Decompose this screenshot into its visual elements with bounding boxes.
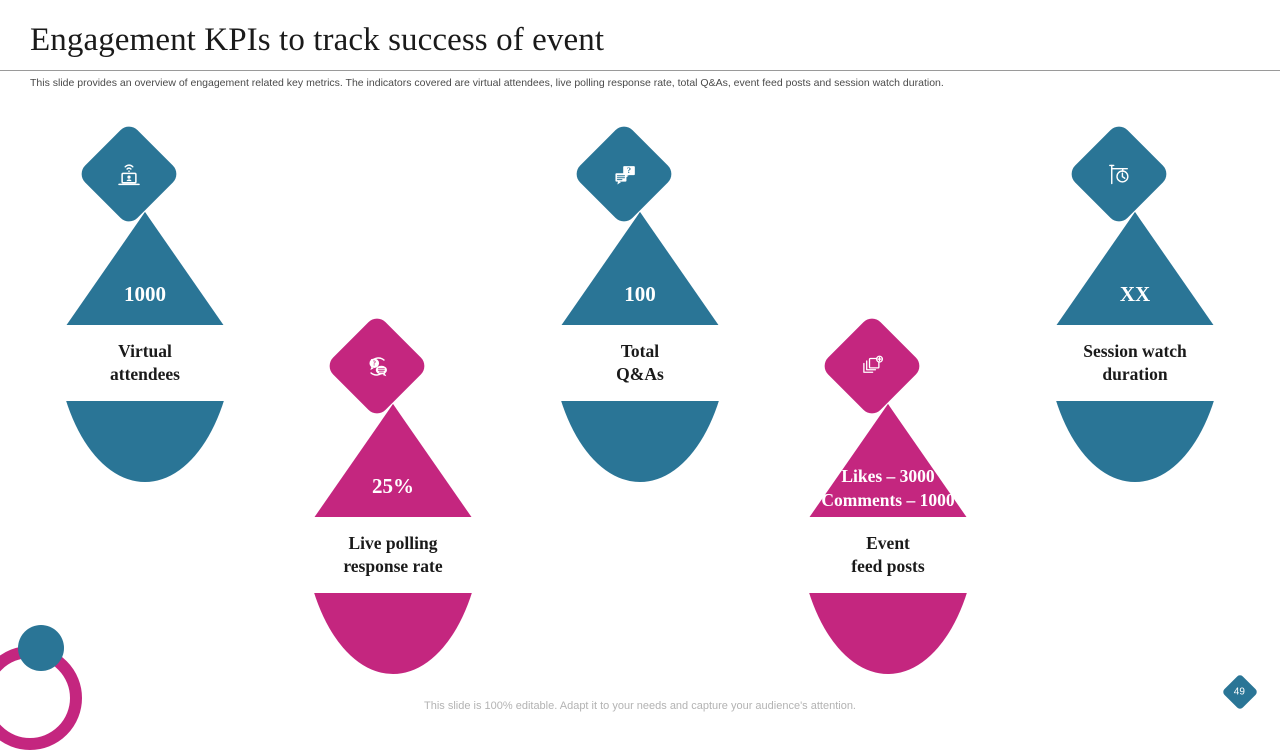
kpi-value: Likes – 3000 Comments – 1000 bbox=[821, 466, 955, 510]
kpi-value: XX bbox=[1119, 282, 1151, 306]
kpi-card-session-watch-duration[interactable]: XX Session watch duration bbox=[1039, 121, 1231, 482]
kpi-card-virtual-attendees[interactable]: 1000 Virtual attendees bbox=[49, 121, 241, 482]
page-number: 49 bbox=[1234, 686, 1246, 698]
droplet-shape: Likes – 3000 Comments – 1000 Event feed … bbox=[792, 404, 984, 674]
decorative-dot bbox=[18, 625, 64, 671]
kpi-label: Total Q&As bbox=[616, 341, 664, 384]
kpi-label-band: Session watch duration bbox=[1039, 325, 1231, 401]
clock-signpost-icon bbox=[1098, 153, 1140, 195]
badge-virtual-attendees bbox=[76, 121, 182, 227]
stacked-cards-plus-icon bbox=[851, 345, 893, 387]
kpi-label: Live polling response rate bbox=[343, 533, 443, 576]
badge-session-watch-duration bbox=[1066, 121, 1172, 227]
droplet-shape: 25% Live polling response rate bbox=[297, 404, 489, 674]
page-subtitle: This slide provides an overview of engag… bbox=[30, 77, 944, 89]
kpi-label: Event feed posts bbox=[851, 533, 925, 576]
question-message-icon: ? bbox=[603, 153, 645, 195]
droplet-shape: 1000 Virtual attendees bbox=[49, 212, 241, 482]
kpi-label: Virtual attendees bbox=[110, 341, 180, 384]
badge-total-qas: ? bbox=[571, 121, 677, 227]
question-chat-bubbles-icon: ? bbox=[356, 345, 398, 387]
kpi-value: 25% bbox=[372, 474, 414, 498]
kpi-card-total-qas[interactable]: ? 100 Total Q&As bbox=[544, 121, 736, 482]
kpi-label-band: Event feed posts bbox=[792, 517, 984, 593]
badge-event-feed-posts bbox=[819, 313, 925, 419]
footer-note: This slide is 100% editable. Adapt it to… bbox=[424, 700, 856, 712]
kpi-label: Session watch duration bbox=[1083, 341, 1187, 384]
kpi-card-event-feed-posts[interactable]: Likes – 3000 Comments – 1000 Event feed … bbox=[792, 313, 984, 674]
droplet-shape: XX Session watch duration bbox=[1039, 212, 1231, 482]
kpi-value: 1000 bbox=[124, 282, 166, 306]
page-title: Engagement KPIs to track success of even… bbox=[30, 22, 605, 58]
laptop-person-wifi-icon bbox=[108, 153, 150, 195]
kpi-label-band: Total Q&As bbox=[544, 325, 736, 401]
kpi-card-live-polling-response-rate[interactable]: ? 25% Live polling response rate bbox=[297, 313, 489, 674]
kpi-label-band: Live polling response rate bbox=[297, 517, 489, 593]
kpi-value: 100 bbox=[624, 282, 656, 306]
badge-live-polling: ? bbox=[324, 313, 430, 419]
kpi-label-band: Virtual attendees bbox=[49, 325, 241, 401]
svg-text:?: ? bbox=[626, 166, 630, 175]
droplet-shape: 100 Total Q&As bbox=[544, 212, 736, 482]
header-divider bbox=[0, 70, 1280, 71]
svg-text:?: ? bbox=[372, 360, 375, 367]
